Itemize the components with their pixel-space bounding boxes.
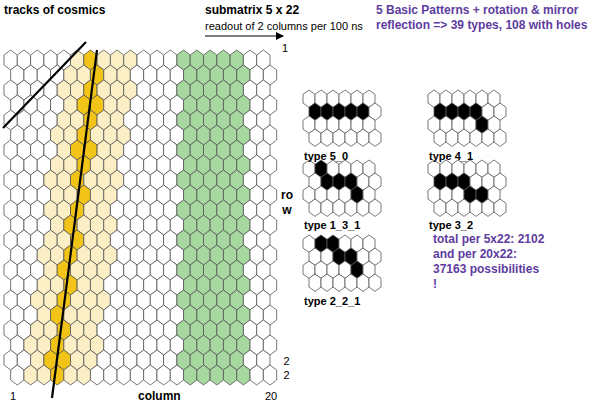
readout-arrow: [205, 35, 283, 36]
pattern-cell: [369, 129, 381, 146]
hex-cell-hit: [51, 365, 64, 385]
hex-cell-submatrix: [237, 365, 250, 385]
pattern-cell: [321, 129, 333, 146]
pattern-cell: [333, 129, 345, 146]
pattern-cell: [309, 199, 321, 216]
hex-cell-near-track: [64, 365, 77, 385]
panel-title: tracks of cosmics: [4, 3, 105, 17]
hex-cell: [104, 365, 117, 385]
pattern-type: type 4_1: [429, 149, 473, 163]
readout-note: readout of 2 columns per 100 ns: [205, 19, 363, 33]
hex-cell-submatrix: [184, 365, 197, 385]
pattern-cell: [446, 199, 458, 216]
pattern-type: type 1_3_1: [304, 218, 360, 232]
hex-cell-near-track: [37, 365, 50, 385]
pattern-cell: [309, 274, 321, 291]
pattern-cell: [470, 129, 482, 146]
axis-title: column: [138, 389, 181, 403]
pattern-cell: [494, 199, 506, 216]
hex-cell: [90, 365, 103, 385]
hex-cell: [117, 365, 130, 385]
hex-cell-near-track: [24, 365, 37, 385]
hex-cell-submatrix: [197, 365, 210, 385]
hex-cell-submatrix: [210, 365, 223, 385]
pattern-cell: [333, 274, 345, 291]
column-number: 20: [265, 389, 277, 403]
pattern-summary: 5 Basic Patterns + rotation & mirror ref…: [376, 3, 600, 33]
pattern-cell: [470, 199, 482, 216]
pattern-cell: [434, 129, 446, 146]
total-count: total per 5x22: 2102 and per 20x22: 3716…: [433, 232, 545, 292]
pattern-cell: [357, 274, 369, 291]
pattern-cell: [369, 274, 381, 291]
pattern-cell: [345, 199, 357, 216]
pattern-cell: [333, 199, 345, 216]
pattern-cell: [345, 274, 357, 291]
row-number: 22: [281, 355, 292, 383]
hex-cell-near-track: [77, 365, 90, 385]
pattern-cell: [369, 199, 381, 216]
pattern-type: type 5_0: [304, 149, 348, 163]
pattern-cell: [357, 199, 369, 216]
hex-cell: [11, 365, 24, 385]
pattern-cell: [321, 199, 333, 216]
axis-title: row: [281, 188, 293, 218]
pattern-cell: [458, 199, 470, 216]
pattern-cell: [482, 199, 494, 216]
pattern-cell: [321, 274, 333, 291]
cosmic-track: [3, 42, 86, 128]
hex-cell: [250, 365, 263, 385]
hex-cell: [144, 365, 157, 385]
pattern-type: type 2_2_1: [304, 294, 360, 308]
pattern-cell: [494, 129, 506, 146]
cosmic-track: [52, 50, 97, 398]
pattern-cell: [357, 129, 369, 146]
pattern-cell: [345, 129, 357, 146]
pattern-cell: [434, 199, 446, 216]
hex-cell: [170, 365, 183, 385]
pattern-cell: [446, 129, 458, 146]
hex-cell-submatrix: [223, 365, 236, 385]
pattern-cell: [482, 129, 494, 146]
hex-cell: [263, 365, 276, 385]
row-number: 1: [282, 41, 288, 55]
pattern-cell: [458, 129, 470, 146]
pattern-type: type 3_2: [429, 218, 473, 232]
hex-cell: [157, 365, 170, 385]
hex-cell: [130, 365, 143, 385]
submatrix-title: submatrix 5 x 22: [205, 3, 299, 17]
column-number: 1: [10, 389, 16, 403]
pattern-cell: [309, 129, 321, 146]
